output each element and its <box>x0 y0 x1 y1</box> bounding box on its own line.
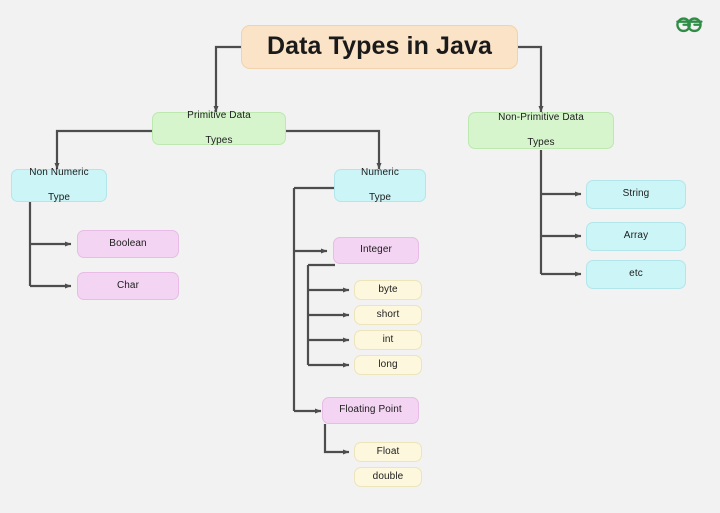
node-primitive-label: Primitive Data Types <box>187 109 251 146</box>
node-boolean-label: Boolean <box>109 237 147 249</box>
node-non-primitive-data-types[interactable]: Non-Primitive Data Types <box>468 112 614 149</box>
node-numeric-type[interactable]: Numeric Type <box>334 166 426 203</box>
node-etc-label: etc <box>629 268 643 280</box>
node-int-label: int <box>382 333 394 345</box>
node-floating-point-label: Floating Point <box>339 404 402 416</box>
node-non-numeric-label: Non Numeric Type <box>29 166 89 203</box>
node-integer[interactable]: Integer <box>333 237 419 264</box>
node-array[interactable]: Array <box>586 222 686 251</box>
geeksforgeeks-logo <box>676 17 703 33</box>
node-string[interactable]: String <box>586 180 686 209</box>
node-double[interactable]: double <box>354 467 422 487</box>
node-byte[interactable]: byte <box>354 280 422 300</box>
node-char-label: Char <box>116 279 140 291</box>
node-long[interactable]: long <box>354 355 422 375</box>
node-string-label: String <box>622 188 650 200</box>
node-short[interactable]: short <box>354 305 422 325</box>
node-boolean[interactable]: Boolean <box>77 230 179 258</box>
node-floating-point[interactable]: Floating Point <box>322 397 419 424</box>
node-etc[interactable]: etc <box>586 260 686 289</box>
node-numeric-label: Numeric Type <box>361 166 399 203</box>
node-float[interactable]: Float <box>354 442 422 462</box>
node-short-label: short <box>376 308 400 320</box>
node-integer-label: Integer <box>360 244 392 256</box>
node-int[interactable]: int <box>354 330 422 350</box>
node-array-label: Array <box>623 230 649 242</box>
node-non-numeric-type[interactable]: Non Numeric Type <box>11 166 107 203</box>
node-long-label: long <box>378 358 398 370</box>
node-primitive-data-types[interactable]: Primitive Data Types <box>152 109 286 146</box>
node-float-label: Float <box>376 445 400 457</box>
node-title: Data Types in Java <box>241 25 518 69</box>
node-double-label: double <box>372 470 404 482</box>
node-non-primitive-label: Non-Primitive Data Types <box>498 111 584 148</box>
node-byte-label: byte <box>378 283 398 295</box>
node-char[interactable]: Char <box>77 272 179 300</box>
node-title-label: Data Types in Java <box>266 32 493 61</box>
